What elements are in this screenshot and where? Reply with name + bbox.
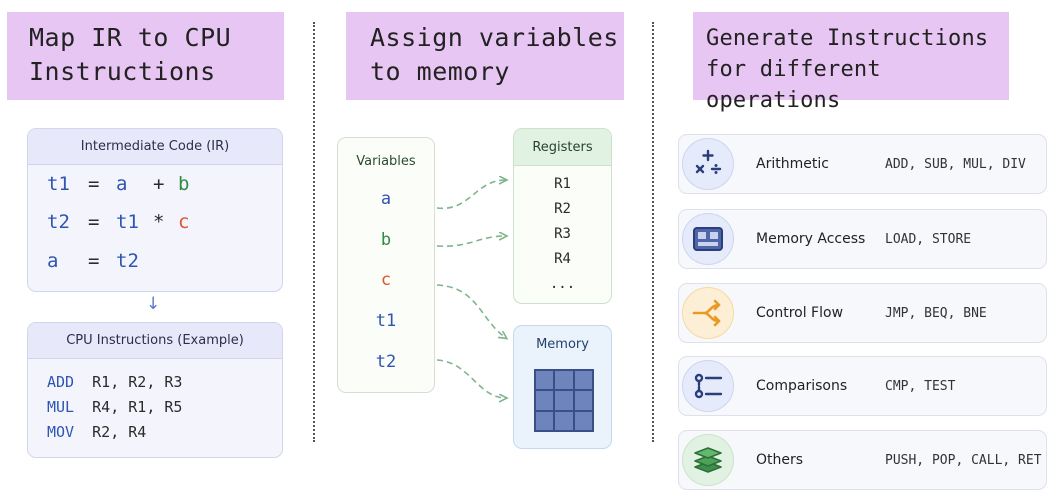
variables-title: Variables [356, 154, 416, 169]
stack-layers-icon [682, 434, 734, 486]
ir-token: = [88, 211, 100, 233]
ir-token: = [88, 250, 100, 272]
cpu-card-header: CPU Instructions (Example) [28, 323, 282, 359]
register-item: R3 [554, 226, 571, 242]
memory-chip-icon [682, 213, 734, 265]
operation-instructions: CMP, TEST [885, 378, 956, 394]
arrow-c-to-memory [436, 284, 506, 338]
cpu-code: ADD R1, R2, R3 MUL R4, R1, R5 MOV R2, R4 [28, 359, 282, 457]
operation-instructions: PUSH, POP, CALL, RET [885, 452, 1042, 468]
operation-memory-access: Memory Access LOAD, STORE [678, 209, 1047, 269]
ir-token: t1 [47, 173, 70, 195]
operands: R1, R2, R3 [92, 373, 183, 391]
operation-control-flow: Control Flow JMP, BEQ, BNE [678, 283, 1047, 343]
cpu-instruction: MOV R2, R4 [47, 423, 146, 441]
memory-title: Memory [536, 337, 589, 352]
ir-token: c [178, 211, 190, 233]
opcode: ADD [47, 373, 75, 391]
operands: R2, R4 [92, 423, 147, 441]
title-assign-variables: Assign variables to memory [346, 12, 624, 100]
operation-name: Memory Access [756, 231, 866, 247]
operation-name: Control Flow [756, 305, 844, 321]
branch-icon [682, 287, 734, 339]
ir-token: = [88, 173, 100, 195]
operation-instructions: JMP, BEQ, BNE [885, 305, 987, 321]
title-line: Map IR to CPU [29, 23, 232, 52]
title-map-ir: Map IR to CPU Instructions [7, 12, 284, 100]
ir-token: a [116, 173, 128, 195]
cpu-instruction: MUL R4, R1, R5 [47, 398, 182, 416]
memory-box: Memory [513, 325, 612, 449]
variables-box: Variables a b c t1 t2 [337, 137, 435, 393]
ir-card: Intermediate Code (IR) t1 = a + b t2 = t… [27, 128, 283, 292]
arrow-t2-to-memory [436, 359, 506, 398]
registers-title: Registers [514, 129, 611, 166]
arrow-a-to-register [436, 180, 506, 209]
ir-token: + [153, 173, 165, 195]
title-generate-instructions: Generate Instructions for different oper… [693, 12, 1009, 113]
operation-instructions: LOAD, STORE [885, 231, 972, 247]
arrow-down-icon: ↓ [146, 294, 161, 314]
title-line: for different operations [706, 57, 881, 113]
arithmetic-icon [682, 138, 734, 190]
compare-icon [682, 360, 734, 412]
operation-comparisons: Comparisons CMP, TEST [678, 356, 1047, 416]
column-divider [313, 22, 315, 442]
title-line: to memory [370, 57, 510, 86]
operation-name: Comparisons [756, 378, 848, 394]
ir-token: t2 [116, 250, 139, 272]
ir-code: t1 = a + b t2 = t1 * c a = t2 [28, 165, 282, 291]
title-line: Generate Instructions [706, 26, 989, 51]
title-line: Instructions [29, 57, 216, 86]
ir-token: t1 [116, 211, 139, 233]
operation-arithmetic: Arithmetic ADD, SUB, MUL, DIV [678, 134, 1047, 194]
register-item: R2 [554, 201, 571, 217]
register-item: R1 [554, 176, 571, 192]
opcode: MUL [47, 398, 75, 416]
ir-token: t2 [47, 211, 70, 233]
ir-token: b [178, 173, 190, 195]
operands: R4, R1, R5 [92, 398, 183, 416]
variable-item: t1 [375, 311, 397, 331]
ir-card-header: Intermediate Code (IR) [28, 129, 282, 165]
registers-box: Registers R1 R2 R3 R4 ... [513, 128, 612, 304]
operation-instructions: ADD, SUB, MUL, DIV [885, 156, 1026, 172]
opcode: MOV [47, 423, 75, 441]
register-item: ... [549, 276, 576, 292]
cpu-instructions-card: CPU Instructions (Example) ADD R1, R2, R… [27, 322, 283, 458]
variable-item: c [380, 270, 392, 290]
ir-token: * [153, 211, 165, 233]
register-item: R4 [554, 251, 571, 267]
operation-name: Arithmetic [756, 156, 829, 172]
cpu-instruction: ADD R1, R2, R3 [47, 373, 182, 391]
memory-grid-icon [534, 369, 594, 432]
title-line: Assign variables [370, 23, 619, 52]
ir-token: a [47, 250, 59, 272]
variable-item: b [380, 230, 392, 250]
arrow-b-to-register [436, 236, 506, 247]
operation-name: Others [756, 452, 804, 468]
variable-item: a [380, 189, 392, 209]
column-divider [652, 22, 654, 442]
operation-others: Others PUSH, POP, CALL, RET [678, 430, 1047, 490]
variable-item: t2 [375, 352, 397, 372]
